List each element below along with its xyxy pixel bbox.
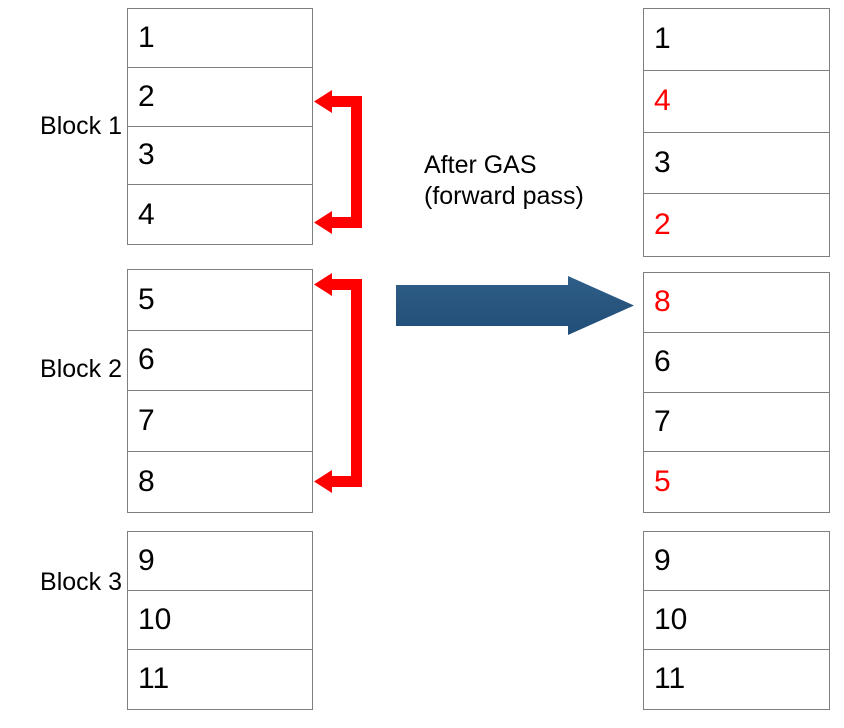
block-label-3: Block 3	[40, 568, 122, 596]
cell-value: 10	[138, 602, 172, 636]
cell-value: 11	[138, 662, 170, 696]
forward-pass-arrow-icon	[396, 276, 634, 335]
table-row: 6	[128, 330, 312, 391]
cell-value: 4	[654, 84, 671, 118]
cell-value: 11	[654, 662, 686, 696]
table-row: 5	[128, 270, 312, 331]
right-block-2: 8 6 7 5	[643, 272, 830, 513]
table-row: 11	[644, 649, 829, 709]
table-row: 6	[644, 332, 829, 393]
left-block-2: 5 6 7 8	[127, 269, 313, 513]
cell-value: 1	[654, 22, 671, 56]
cell-value: 2	[138, 79, 155, 113]
table-row: 1	[644, 9, 829, 71]
table-row: 3	[128, 126, 312, 186]
cell-value: 1	[138, 20, 155, 54]
block-label-1: Block 1	[40, 112, 122, 140]
table-row: 7	[644, 392, 829, 453]
cell-value: 10	[654, 602, 688, 636]
table-row: 8	[128, 451, 312, 512]
cell-value: 6	[654, 345, 671, 379]
cell-value: 3	[654, 145, 671, 179]
right-block-1: 1 4 3 2	[643, 8, 830, 257]
table-row: 5	[644, 452, 829, 512]
cell-value: 7	[654, 404, 671, 438]
left-block-3: 9 10 11	[127, 531, 313, 710]
swap-bracket-block-1-icon	[314, 90, 362, 234]
cell-value: 3	[138, 138, 155, 172]
table-row: 1	[128, 9, 312, 68]
table-row: 2	[644, 194, 829, 256]
right-block-3: 9 10 11	[643, 531, 830, 710]
table-row: 10	[128, 590, 312, 650]
cell-value: 9	[138, 543, 155, 577]
swap-bracket-block-2-icon	[314, 273, 362, 493]
cell-value: 2	[654, 208, 671, 242]
cell-value: 7	[138, 403, 155, 437]
cell-value: 5	[654, 465, 671, 499]
cell-value: 8	[138, 464, 155, 498]
cell-value: 6	[138, 343, 155, 377]
table-row: 9	[644, 532, 829, 591]
table-row: 8	[644, 273, 829, 333]
table-row: 4	[128, 185, 312, 244]
table-row: 4	[644, 70, 829, 133]
cell-value: 9	[654, 543, 671, 577]
table-row: 3	[644, 132, 829, 195]
table-row: 2	[128, 67, 312, 127]
left-block-1: 1 2 3 4	[127, 8, 313, 245]
table-row: 10	[644, 590, 829, 650]
transition-caption: After GAS (forward pass)	[424, 151, 584, 210]
block-label-2: Block 2	[40, 355, 122, 383]
cell-value: 5	[138, 282, 155, 316]
table-row: 9	[128, 532, 312, 591]
cell-value: 8	[654, 285, 671, 319]
cell-value: 4	[138, 197, 155, 231]
table-row: 11	[128, 649, 312, 709]
table-row: 7	[128, 391, 312, 452]
